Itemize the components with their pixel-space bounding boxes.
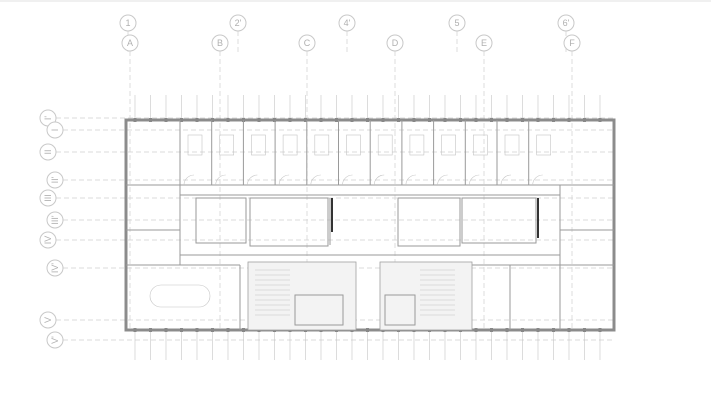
axis-label: II [43, 149, 53, 154]
axis-label: I [50, 129, 60, 132]
axis-label: A [127, 38, 133, 48]
axis-bubble [46, 331, 64, 349]
axis-bubble [39, 231, 57, 249]
axis-label: B [217, 38, 223, 48]
axis-bubble [386, 34, 404, 52]
axis-bubble [338, 14, 356, 32]
axis-label: V [43, 317, 53, 323]
axis-label: 1 [125, 18, 130, 28]
axis-label: 5 [454, 18, 459, 28]
axis-bubble [46, 171, 64, 189]
axis-label: 4' [344, 18, 351, 28]
axis-label: 6' [563, 18, 570, 28]
axis-bubble [211, 34, 229, 52]
axis-bubble [563, 34, 581, 52]
axis-bubble [46, 211, 64, 229]
axis-bubble [39, 189, 57, 207]
axis-bubble [121, 34, 139, 52]
conference-table [149, 284, 211, 308]
axis-label: IV [43, 236, 53, 245]
axis-label: C [304, 38, 311, 48]
axis-bubble [229, 14, 247, 32]
axis-bubble [46, 121, 64, 139]
axis-bubble [448, 14, 466, 32]
axis-bubble [475, 34, 493, 52]
axis-label: III' [50, 215, 60, 225]
axis-label: IV' [50, 263, 60, 274]
axis-bubble [39, 311, 57, 329]
axis-bubble [39, 143, 57, 161]
axis-label: E [481, 38, 487, 48]
axis-bubble [298, 34, 316, 52]
axis-label: D [392, 38, 399, 48]
axis-bubble [119, 14, 137, 32]
axis-bubble [557, 14, 575, 32]
cores [247, 261, 473, 331]
axis-label: II' [50, 176, 60, 183]
axis-label: 2' [235, 18, 242, 28]
axis-label: III [43, 194, 53, 202]
column-axes: 1 2' 4' 5 6' A B C D E F [119, 14, 581, 330]
axis-label: V' [50, 336, 60, 344]
axis-bubble [46, 259, 64, 277]
axis-label: I' [43, 116, 53, 121]
axis-label: F [569, 38, 575, 48]
rooms [126, 120, 614, 330]
